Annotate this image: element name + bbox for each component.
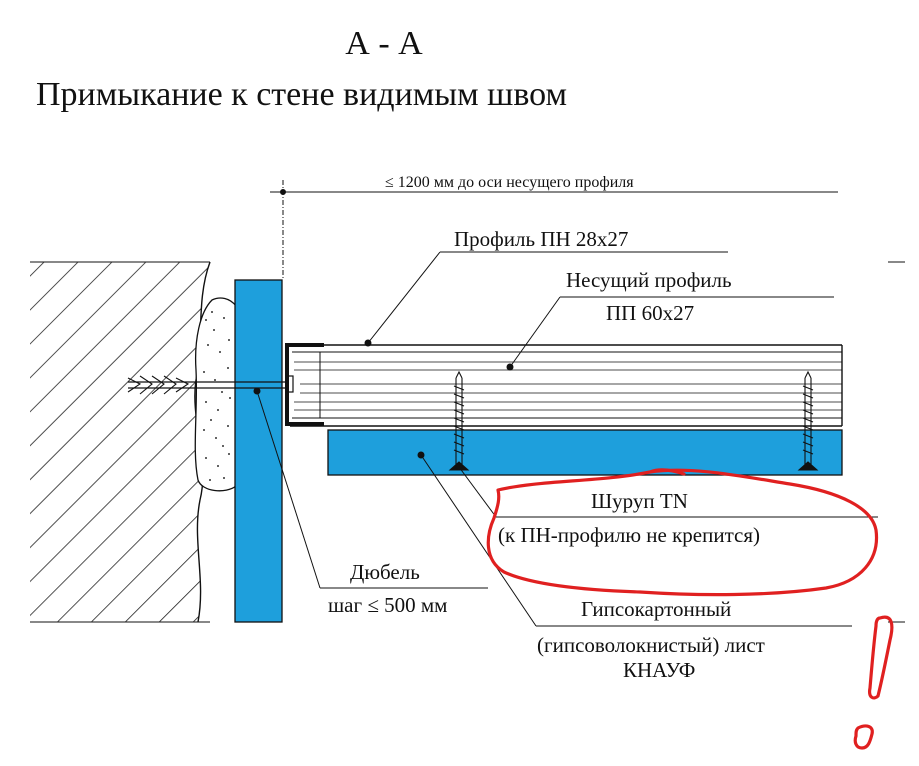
red-exclamation-mark <box>853 615 894 750</box>
concrete-wall <box>30 261 211 623</box>
leader-pn-profile <box>364 251 728 347</box>
dowel <box>127 375 294 395</box>
dimension-line <box>270 180 838 278</box>
leader-gypsum-board <box>417 451 852 627</box>
gypsum-board <box>327 429 843 476</box>
label-board-line2: (гипсоволокнистый) лист <box>537 633 765 657</box>
dimension-text: ≤ 1200 мм до оси несущего профиля <box>385 174 634 191</box>
label-dowel-line1: Дюбель <box>350 560 420 584</box>
screw-right <box>797 370 819 471</box>
label-screw-line1: Шуруп TN <box>591 489 688 513</box>
pp-profile <box>290 344 843 427</box>
label-pn-profile: Профиль ПН 28x27 <box>454 227 628 251</box>
label-pp-profile-line2: ПП 60x27 <box>606 301 694 325</box>
section-mark: А - А <box>345 25 423 62</box>
label-screw-line2: (к ПН-профилю не крепится) <box>498 523 760 547</box>
label-pp-profile-line1: Несущий профиль <box>566 268 732 292</box>
label-dowel-line2: шаг ≤ 500 мм <box>328 593 447 617</box>
wall-board <box>234 279 283 623</box>
sealant-tape <box>194 297 237 492</box>
red-annotation-circle <box>486 468 879 597</box>
leader-screw <box>455 463 878 518</box>
leader-pp-profile <box>506 296 834 371</box>
leader-dowel <box>256 390 488 589</box>
label-board-line3: КНАУФ <box>623 658 695 682</box>
label-board-line1: Гипсокартонный <box>581 597 731 621</box>
diagram-title: Примыкание к стене видимым швом <box>36 76 567 113</box>
